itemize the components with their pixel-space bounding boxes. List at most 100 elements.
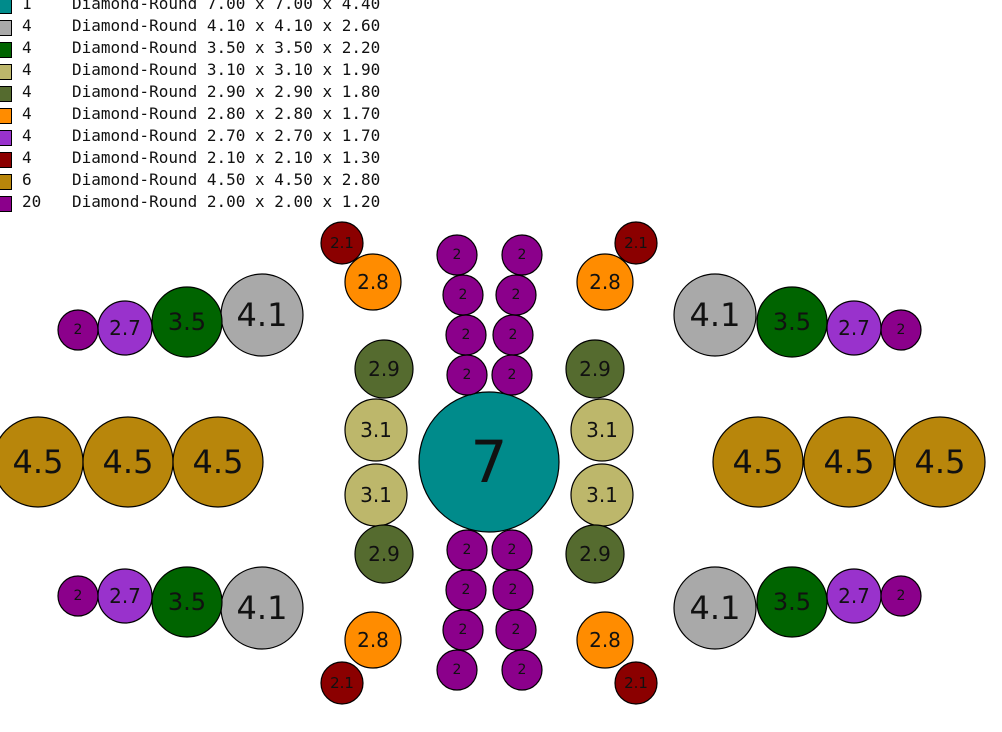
stone-circle xyxy=(344,611,402,669)
stone-size-label: 2.9 xyxy=(368,542,400,566)
legend-description: Diamond-Round 2.80 x 2.80 x 1.70 xyxy=(72,104,381,123)
stone: 2 xyxy=(57,309,99,351)
stone-circle xyxy=(491,354,533,396)
legend-description: Diamond-Round 2.70 x 2.70 x 1.70 xyxy=(72,126,381,145)
stone-size-label: 2 xyxy=(74,322,83,338)
stone-size-label: 2.1 xyxy=(330,674,354,692)
stone: 2.1 xyxy=(614,221,658,265)
legend-swatch xyxy=(0,20,12,36)
stone: 2 xyxy=(445,569,487,611)
stone-size-label: 4.5 xyxy=(13,443,64,481)
stone: 2 xyxy=(501,649,543,691)
stone: 2 xyxy=(445,314,487,356)
stone-size-label: 2 xyxy=(509,327,518,343)
stone-size-label: 7 xyxy=(471,428,508,496)
stone-size-label: 2 xyxy=(453,662,462,678)
legend-quantity: 6 xyxy=(22,170,32,189)
stone-size-label: 2 xyxy=(508,542,517,558)
stone: 2.8 xyxy=(576,611,634,669)
stone-size-label: 2 xyxy=(463,542,472,558)
stone: 2 xyxy=(880,309,922,351)
legend-quantity: 4 xyxy=(22,38,32,57)
legend-row: 4 Diamond-Round 2.70 x 2.70 x 1.70 xyxy=(0,126,420,152)
stone: 2 xyxy=(446,529,488,571)
stone-size-label: 2.7 xyxy=(109,316,141,340)
stone-size-label: 4.5 xyxy=(915,443,966,481)
legend-description: Diamond-Round 2.10 x 2.10 x 1.30 xyxy=(72,148,381,167)
legend-quantity: 1 xyxy=(22,0,32,13)
legend-swatch xyxy=(0,0,12,14)
stone-size-label: 2.8 xyxy=(589,628,621,652)
stone-size-label: 4.1 xyxy=(237,589,288,627)
stone-circle xyxy=(344,253,402,311)
stone-circle xyxy=(614,661,658,705)
stone-circle xyxy=(320,221,364,265)
legend-row: 4 Diamond-Round 3.50 x 3.50 x 2.20 xyxy=(0,38,420,64)
stone: 2.1 xyxy=(614,661,658,705)
stone: 4.5 xyxy=(894,416,986,508)
stone-circle xyxy=(151,286,223,358)
stone: 2 xyxy=(501,234,543,276)
stone: 2.7 xyxy=(826,568,882,624)
stone-circle xyxy=(57,575,99,617)
stone: 2 xyxy=(495,609,537,651)
stone-size-label: 2.7 xyxy=(838,584,870,608)
stone-circle xyxy=(442,609,484,651)
stone: 2 xyxy=(491,354,533,396)
stone-circle xyxy=(880,309,922,351)
stone-circle xyxy=(576,611,634,669)
stone: 2 xyxy=(491,529,533,571)
stone-circle xyxy=(495,609,537,651)
stone: 2.7 xyxy=(97,300,153,356)
legend-swatch xyxy=(0,196,12,212)
stone-circle xyxy=(565,339,625,399)
stone-circle xyxy=(418,391,560,533)
stone-circle xyxy=(570,398,634,462)
stone-size-label: 2.7 xyxy=(838,316,870,340)
legend-quantity: 4 xyxy=(22,126,32,145)
stone-size-label: 2 xyxy=(74,588,83,604)
stone-size-label: 3.1 xyxy=(360,483,392,507)
stone: 2 xyxy=(442,274,484,316)
stone-circle xyxy=(354,339,414,399)
stone-size-label: 2 xyxy=(518,247,527,263)
stone: 3.5 xyxy=(151,286,223,358)
stone-circle xyxy=(172,416,264,508)
stone-circle xyxy=(712,416,804,508)
stone: 2 xyxy=(492,569,534,611)
stone: 2.7 xyxy=(826,300,882,356)
legend-swatch xyxy=(0,64,12,80)
stone: 2.8 xyxy=(344,253,402,311)
stone-size-label: 2 xyxy=(462,582,471,598)
stone: 4.5 xyxy=(803,416,895,508)
stone-size-label: 4.5 xyxy=(733,443,784,481)
stone: 2.7 xyxy=(97,568,153,624)
stone-size-label: 2.1 xyxy=(330,234,354,252)
legend-swatch xyxy=(0,130,12,146)
stone: 4.5 xyxy=(0,416,84,508)
stone-size-label: 3.5 xyxy=(168,308,206,336)
stone: 7 xyxy=(418,391,560,533)
stone: 2 xyxy=(446,354,488,396)
stone-circle xyxy=(320,661,364,705)
stone-size-label: 3.1 xyxy=(586,483,618,507)
stone: 2.9 xyxy=(354,339,414,399)
stone-circle xyxy=(756,566,828,638)
stone-circle xyxy=(436,649,478,691)
stone-size-label: 3.1 xyxy=(360,418,392,442)
stone: 2.8 xyxy=(344,611,402,669)
stone-size-label: 2.9 xyxy=(368,357,400,381)
legend-description: Diamond-Round 3.50 x 3.50 x 2.20 xyxy=(72,38,381,57)
legend-swatch xyxy=(0,42,12,58)
stone-size-label: 2 xyxy=(509,582,518,598)
stone-size-label: 4.5 xyxy=(824,443,875,481)
stone-circle xyxy=(894,416,986,508)
stone-circle xyxy=(673,273,757,357)
